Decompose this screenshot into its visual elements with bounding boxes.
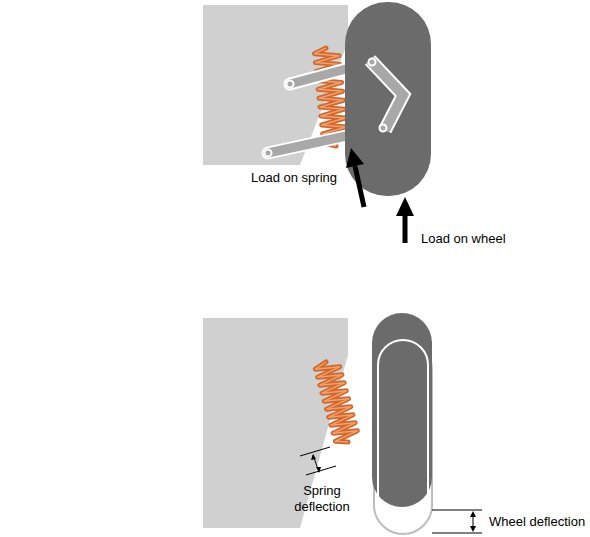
dimension-arrow	[311, 454, 316, 460]
pivot	[369, 59, 376, 66]
extension-line	[306, 466, 336, 475]
label-text: Load on wheel	[421, 231, 506, 247]
coil-spring	[316, 362, 358, 442]
label-text: Wheel deflection	[489, 514, 585, 530]
spring-coil	[316, 362, 358, 442]
label-text: Load on spring	[251, 170, 337, 186]
upright	[370, 60, 403, 130]
upright-outline	[370, 60, 403, 130]
load-arrow-head	[346, 148, 364, 168]
dimension-arrow	[316, 467, 321, 473]
dimension-arrow	[470, 526, 476, 532]
load-arrow-shaft	[355, 166, 364, 207]
extension-line	[432, 510, 482, 511]
pivot	[265, 150, 272, 157]
pivot	[380, 125, 387, 132]
spring-highlight	[316, 362, 358, 442]
dimension-arrow	[470, 511, 476, 517]
label-text: Spring deflection	[286, 483, 358, 515]
extension-line	[432, 533, 482, 534]
wheel	[372, 313, 432, 507]
load-arrow-head	[396, 197, 414, 216]
pivot	[287, 81, 294, 88]
load-arrow-shaft	[403, 214, 408, 243]
wheel-outline	[378, 340, 428, 528]
extension-line	[300, 447, 330, 456]
wheel	[345, 2, 431, 196]
